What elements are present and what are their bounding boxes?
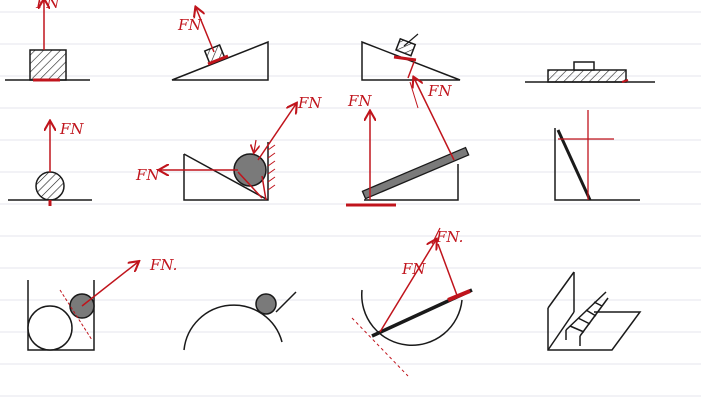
diagram-block-on-wedge	[361, 33, 461, 109]
diagram-ladder-3d-corner	[547, 271, 642, 351]
normal-force-arrow-up	[409, 81, 419, 109]
diagram-block-on-ground: FN	[5, 0, 90, 82]
normal-force-label: FN	[401, 260, 426, 278]
normal-force-label: FN	[297, 94, 322, 112]
normal-force-label-pointer	[431, 227, 441, 245]
normal-force-label: FN.	[149, 256, 177, 274]
diagram-rod-on-wedge: FN FN	[346, 78, 470, 207]
diagram-rod-in-corner	[554, 110, 640, 201]
normal-force-label: FN	[347, 92, 372, 110]
diagram-ball-on-arc	[183, 291, 297, 351]
normal-force-arrow-tip	[414, 78, 455, 161]
normal-force-label: FN	[135, 166, 160, 184]
normal-force-arrow-up	[257, 104, 296, 161]
normal-force-arrow	[407, 61, 415, 79]
normal-force-label: FN	[177, 16, 202, 34]
diagram-balls-in-container: FN.	[27, 256, 177, 351]
normal-force-label: FN	[59, 120, 84, 138]
normal-force-label: FN.	[435, 228, 463, 246]
diagram-ball-on-ground: FN	[8, 120, 92, 206]
diagram-flat-block-on-platform	[525, 61, 655, 83]
normal-force-arrow	[196, 8, 215, 53]
diagram-ball-incline-wall: FN FN	[135, 94, 322, 201]
normal-force-label: FN	[427, 82, 452, 100]
normal-force-arrow	[81, 262, 138, 307]
normal-force-label: FN	[35, 0, 60, 12]
notebook-rule-lines	[0, 11, 701, 397]
normal-force-arrow	[379, 240, 436, 333]
diagram-block-on-incline: FN	[171, 8, 269, 81]
diagram-rod-in-bowl: FN FN.	[351, 227, 473, 377]
normal-force-arrow-end	[437, 243, 459, 299]
